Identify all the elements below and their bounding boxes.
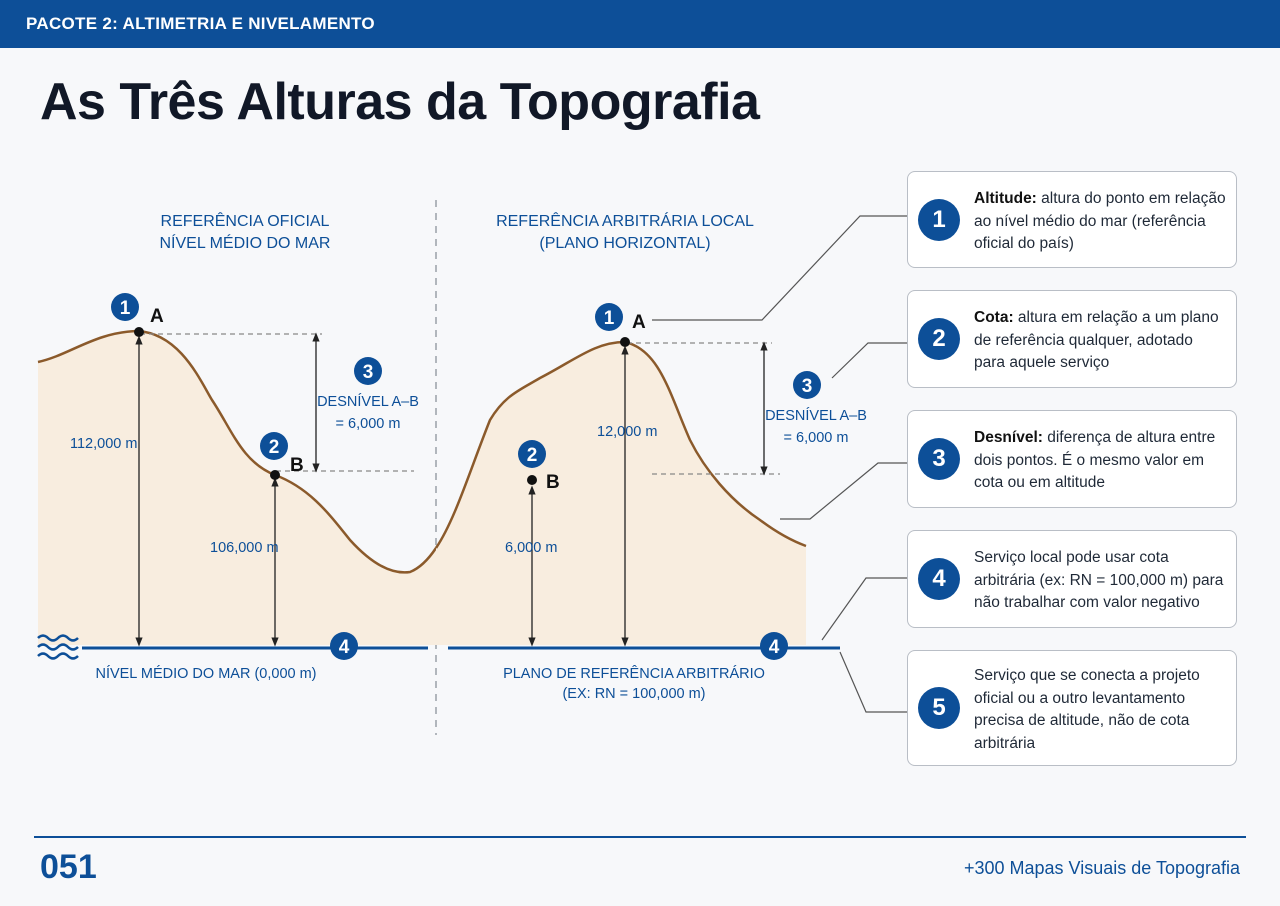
card-desnivel: 3 Desnível: diferença de altura entre do… xyxy=(907,410,1237,508)
left-altitude-a-value: 112,000 m xyxy=(70,436,137,452)
left-point-b xyxy=(270,470,280,480)
leader-lines xyxy=(652,215,907,713)
card-official-service: 5 Serviço que se conecta a projeto ofici… xyxy=(907,650,1237,766)
series-label: PACOTE 2: ALTIMETRIA E NIVELAMENTO xyxy=(26,14,375,33)
leader-1 xyxy=(652,215,907,321)
right-point-b-label: B xyxy=(546,472,560,493)
card-2-description: altura em relação a um plano de referênc… xyxy=(974,309,1219,371)
left-desnivel-line1: DESNÍVEL A–B xyxy=(317,393,419,410)
left-marker-4-label: 4 xyxy=(339,637,350,658)
left-marker-1 xyxy=(111,293,139,321)
card-1-term: Altitude: xyxy=(974,190,1037,207)
left-marker-4 xyxy=(330,632,358,660)
left-marker-2 xyxy=(260,432,288,460)
page-number: 051 xyxy=(40,848,97,886)
right-desnivel-line2: = 6,000 m xyxy=(784,430,849,446)
card-3-description: diferença de altura entre dois pontos. É… xyxy=(974,429,1216,491)
right-marker-4 xyxy=(760,632,788,660)
right-marker-1-label: 1 xyxy=(604,308,615,329)
leader-4 xyxy=(821,577,907,641)
left-baseline-label: NÍVEL MÉDIO DO MAR (0,000 m) xyxy=(95,665,316,682)
card-2-term: Cota: xyxy=(974,309,1014,326)
right-baseline-line1: PLANO DE REFERÊNCIA ARBITRÁRIO xyxy=(503,665,765,682)
leader-3 xyxy=(780,462,907,520)
card-local-service: 4 Serviço local pode usar cota arbitrári… xyxy=(907,530,1237,628)
collection-label: +300 Mapas Visuais de Topografia xyxy=(963,858,1240,878)
right-marker-3 xyxy=(793,371,821,399)
right-point-a-label: A xyxy=(632,312,646,333)
left-point-a-label: A xyxy=(150,306,164,327)
card-5-number: 5 xyxy=(918,687,960,729)
right-marker-4-label: 4 xyxy=(769,637,780,658)
left-desnivel-line2: = 6,000 m xyxy=(336,416,401,432)
left-point-b-label: B xyxy=(290,455,304,476)
left-point-a xyxy=(134,327,144,337)
right-terrain-fill xyxy=(436,342,806,645)
left-marker-2-label: 2 xyxy=(269,437,280,458)
card-1-number: 1 xyxy=(918,198,960,241)
right-point-b xyxy=(527,475,537,485)
card-2-text: Cota: altura em relação a um plano de re… xyxy=(974,307,1228,375)
card-4-text: Serviço local pode usar cota arbitrária … xyxy=(974,547,1228,615)
card-3-number: 3 xyxy=(918,438,960,480)
left-heading-line2: NÍVEL MÉDIO DO MAR xyxy=(160,233,331,252)
leader-2 xyxy=(831,342,907,379)
left-marker-3 xyxy=(354,357,382,385)
footer-divider xyxy=(34,836,1246,838)
right-marker-2-label: 2 xyxy=(527,445,538,466)
water-waves-icon xyxy=(37,634,79,660)
card-1-text: Altitude: altura do ponto em relação ao … xyxy=(974,188,1228,256)
right-desnivel-line1: DESNÍVEL A–B xyxy=(765,407,867,424)
card-3-term: Desnível: xyxy=(974,429,1043,446)
left-marker-1-label: 1 xyxy=(120,298,131,319)
header-bar: PACOTE 2: ALTIMETRIA E NIVELAMENTO xyxy=(0,0,1280,48)
left-marker-3-label: 3 xyxy=(363,362,374,383)
card-2-number: 2 xyxy=(918,318,960,360)
card-1-description: altura do ponto em relação ao nível médi… xyxy=(974,190,1226,252)
right-heading-line1: REFERÊNCIA ARBITRÁRIA LOCAL xyxy=(496,211,754,230)
card-5-text: Serviço que se conecta a projeto oficial… xyxy=(974,665,1228,755)
page-title: As Três Alturas da Topografia xyxy=(40,73,760,131)
leader-5 xyxy=(839,651,907,713)
right-point-a xyxy=(620,337,630,347)
right-cota-b-value: 6,000 m xyxy=(505,540,557,556)
card-cota: 2 Cota: altura em relação a um plano de … xyxy=(907,290,1237,388)
right-marker-3-label: 3 xyxy=(802,376,813,397)
left-heading-line1: REFERÊNCIA OFICIAL xyxy=(161,211,330,230)
left-altitude-b-value: 106,000 m xyxy=(210,540,279,556)
right-heading-line2: (PLANO HORIZONTAL) xyxy=(539,235,710,252)
card-4-number: 4 xyxy=(918,558,960,600)
card-4-description: Serviço local pode usar cota arbitrária … xyxy=(974,549,1224,611)
card-altitude: 1 Altitude: altura do ponto em relação a… xyxy=(907,171,1237,268)
card-5-description: Serviço que se conecta a projeto oficial… xyxy=(974,667,1200,752)
card-3-text: Desnível: diferença de altura entre dois… xyxy=(974,427,1228,495)
right-marker-1 xyxy=(595,303,623,331)
right-marker-2 xyxy=(518,440,546,468)
right-baseline-line2: (EX: RN = 100,000 m) xyxy=(562,686,705,702)
right-cota-a-value: 12,000 m xyxy=(597,424,657,440)
